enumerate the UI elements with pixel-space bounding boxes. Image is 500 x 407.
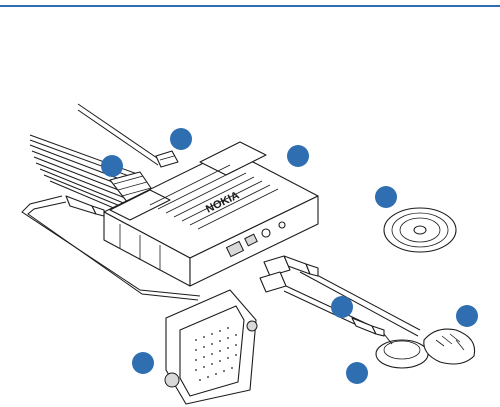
callout-1 (170, 128, 192, 150)
callout-3 (287, 145, 309, 167)
callout-7 (132, 352, 154, 374)
remote-control-icon (424, 329, 475, 364)
button-unit-icon (376, 334, 428, 368)
installation-cd-icon (384, 208, 456, 252)
speaker-icon (165, 290, 257, 404)
callout-5 (331, 296, 353, 318)
callout-6 (456, 305, 478, 327)
callout-4 (375, 186, 397, 208)
microphone-cable-icon (260, 256, 420, 336)
callout-2 (101, 155, 123, 177)
callout-8 (346, 362, 368, 384)
